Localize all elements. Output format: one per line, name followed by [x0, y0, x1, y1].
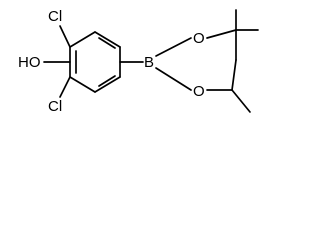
bond-methyl-bottom [231, 89, 251, 113]
bond-ring-to-cl-bottom [59, 76, 71, 98]
bond-o-bottom-b [155, 67, 192, 91]
bond-b-o-top [155, 37, 192, 57]
atom-label-boron: B [144, 54, 154, 71]
benzene-ring [69, 31, 121, 93]
atom-label-oxygen-bottom: O [193, 83, 205, 100]
dioxaborinane-ring [155, 29, 237, 91]
bond-o-top-cquat [206, 29, 237, 39]
bond-ch2-ch [231, 59, 237, 91]
chemical-structure: Cl Cl HO B O O [18, 8, 259, 115]
atom-label-oxygen-top: O [193, 30, 205, 47]
atom-label-cl-bottom: Cl [48, 98, 62, 115]
double-bond-inner-a [98, 37, 116, 49]
atom-label-hydroxyl: HO [18, 54, 41, 71]
bond-ring-c2-c3 [94, 31, 121, 48]
atom-label-cl-top: Cl [48, 8, 62, 25]
bond-ring-c1-c2 [69, 31, 96, 48]
bond-ring-c5-c6 [69, 76, 96, 93]
bond-ring-c4-c5 [94, 76, 121, 93]
double-bond-inner-b [98, 75, 116, 87]
bond-ring-to-cl-top [59, 25, 71, 48]
